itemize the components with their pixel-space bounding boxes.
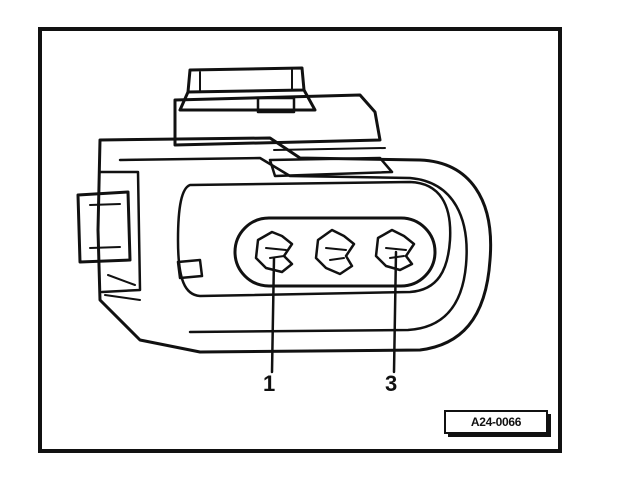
callout-label-3: 3: [385, 371, 398, 396]
pin-cavity-2: [314, 228, 356, 276]
leader-line-3: [392, 250, 398, 374]
pin-insert: [233, 216, 437, 288]
connector-top-housing: [173, 93, 382, 147]
leader-line-1: [270, 256, 276, 374]
callout-label-1: 1: [263, 371, 276, 396]
connector-housing-body: [96, 136, 493, 354]
figure-reference-code: A24-0066: [444, 410, 551, 437]
connector-side-clip: [76, 190, 132, 264]
pin-cavity-1: [254, 230, 294, 274]
connector-top-latch: [186, 66, 306, 94]
